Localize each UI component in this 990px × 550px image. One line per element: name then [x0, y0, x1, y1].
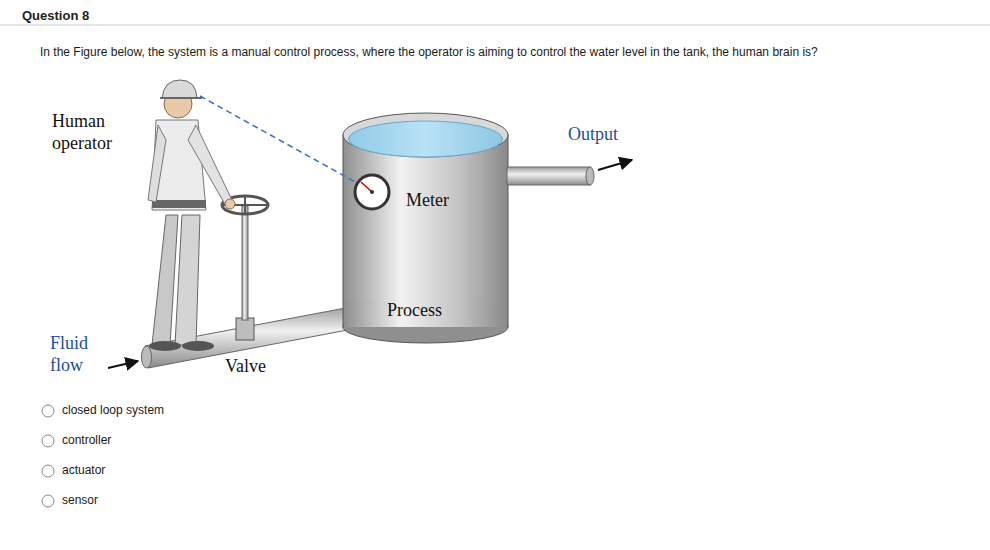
- question-title: Question 8: [22, 8, 89, 24]
- tank: [343, 113, 508, 343]
- meter-gauge: [355, 175, 389, 209]
- option-text: controller: [62, 433, 262, 447]
- part-label: Output: [568, 124, 648, 146]
- title-rule: [0, 25, 990, 26]
- part-label: Human operator: [52, 111, 142, 154]
- flow-arrow: [108, 361, 138, 368]
- valve-symbol: [222, 196, 268, 340]
- human-operator-figure: [148, 80, 235, 351]
- part-label: Meter: [406, 190, 476, 212]
- part-label: Fluid flow: [50, 333, 106, 376]
- part-label: Valve: [225, 356, 295, 378]
- output-pipe: [507, 160, 632, 185]
- radio-buttons: [42, 405, 54, 507]
- option-text: actuator: [62, 463, 262, 477]
- question-text: In the Figure below, the system is a man…: [40, 45, 970, 59]
- option-text: sensor: [62, 493, 262, 507]
- part-label: Process: [387, 300, 477, 322]
- option-text: closed loop system: [62, 403, 262, 417]
- sight-line: [200, 96, 357, 183]
